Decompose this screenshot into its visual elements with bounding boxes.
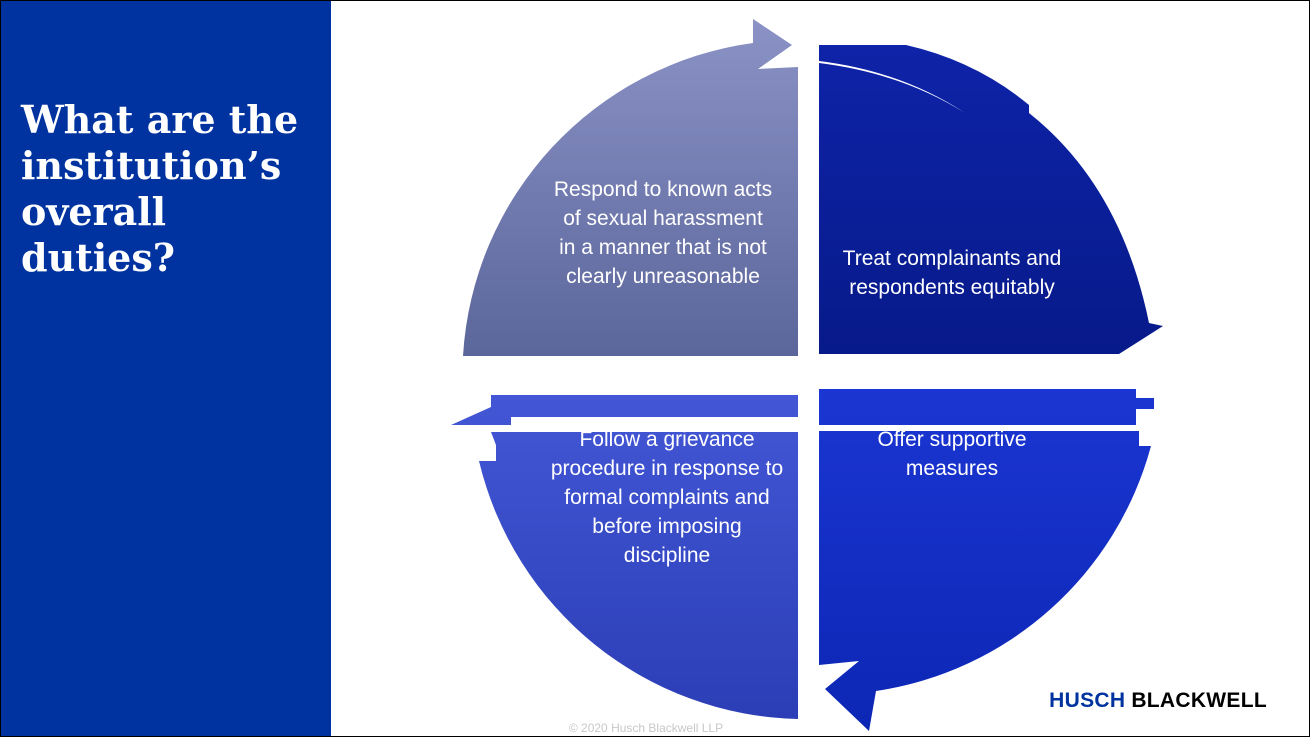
gap-horizontal [431, 356, 1171, 389]
segment-text-top-right: Treat complainants and respondents equit… [842, 247, 1062, 299]
title-panel: What are the institution’s overall dutie… [1, 1, 331, 736]
segment-top-right [819, 45, 1163, 354]
brand-first: HUSCH [1049, 689, 1126, 712]
segment-top-left [463, 19, 798, 356]
segment-bottom-right [819, 389, 1154, 731]
segment-bottom-left [451, 395, 798, 719]
segment-text-bottom-left: Follow a grievance procedure in response… [550, 428, 784, 567]
slide-title: What are the institution’s overall dutie… [21, 97, 299, 280]
brand-second: BLACKWELL [1131, 689, 1267, 712]
segment-text-top-left: Respond to known acts of sexual harassme… [553, 178, 773, 288]
copyright-text: © 2020 Husch Blackwell LLP [568, 721, 724, 735]
segment-text-bottom-right: Offer supportive measures [877, 428, 1027, 480]
